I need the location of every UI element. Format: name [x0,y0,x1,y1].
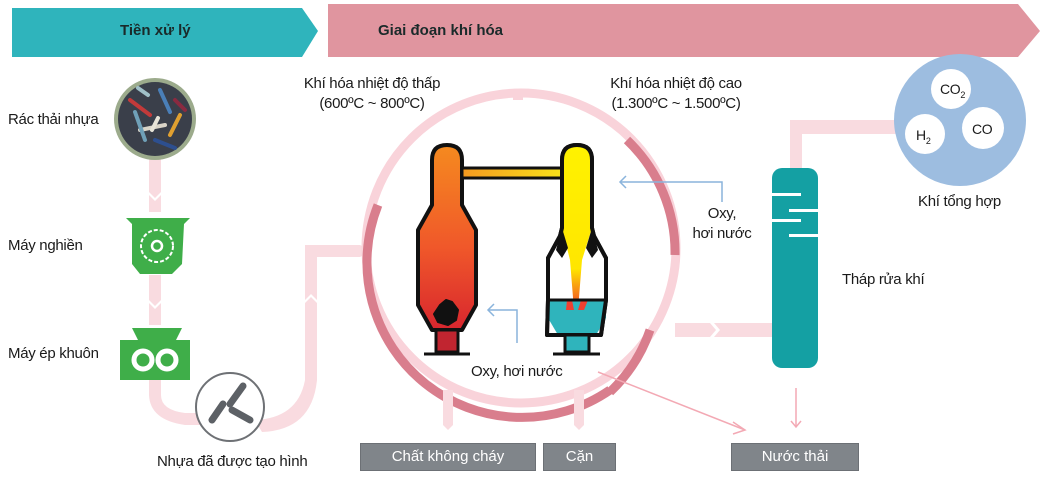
scrubber-tower [772,168,818,368]
label-crusher: Máy nghiền [8,237,83,254]
oxygen-steam-right-label-1: Oxy, [707,205,737,222]
label-molding-press: Máy ép khuôn [8,345,99,362]
banner-gasification [328,4,1040,57]
banner-pretreatment [12,8,318,57]
scrubber-label: Tháp rửa khí [842,271,925,288]
wastewater-arrows [597,371,802,435]
syngas-label: Khí tổng hợp [918,193,1001,210]
high-temp-gasifier [545,143,608,356]
oxygen-steam-right-label-2: hơi nước [692,225,752,242]
high-temp-title: Khí hóa nhiệt độ cao [610,75,742,92]
output-wastewater: Nước thải [731,443,859,471]
flow-chevrons [149,192,317,309]
oxygen-arrows [486,175,723,343]
gas-co: CO [972,121,993,137]
stage-gasification-label: Giai đoạn khí hóa [378,22,504,39]
crusher-icon [126,218,190,274]
shaped-plastic-icon [195,372,265,442]
molding-press-icon [120,328,190,380]
low-temp-range: (600ºC ~ 800ºC) [319,95,425,112]
plastic-waste-photo [114,78,196,160]
gas-h2: H2 [916,127,931,146]
output-non-combustible: Chất không cháy [360,443,536,471]
low-temp-title: Khí hóa nhiệt độ thấp [303,75,441,92]
low-temp-gasifier [416,143,478,356]
label-plastic-waste: Rác thải nhựa [8,111,99,128]
high-temp-range: (1.300ºC ~ 1.500ºC) [611,95,741,112]
oxygen-steam-bottom-label: Oxy, hơi nước [471,363,563,380]
label-shaped-plastic: Nhựa đã được tạo hình [157,453,308,470]
gas-co2: CO2 [940,81,966,100]
stage-pretreatment-label: Tiền xử lý [120,22,191,39]
output-residue: Cặn [543,443,616,471]
syngas-circle [894,54,1026,186]
